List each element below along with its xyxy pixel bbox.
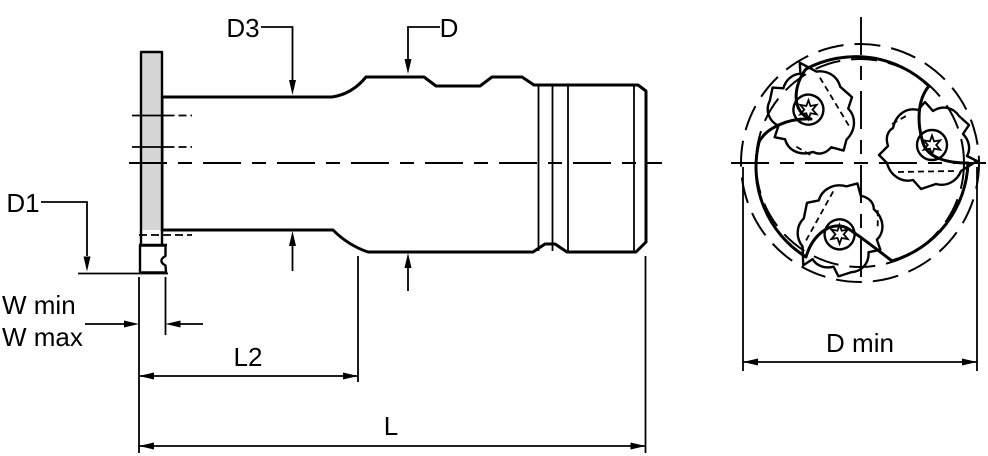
d3-arrow-up [289,231,296,246]
dim-l: L [139,256,647,453]
dim-d-min: D min [742,167,978,371]
l-arrow-left [139,442,154,450]
label-d1: D1 [6,188,39,218]
label-w-max: W max [2,322,83,352]
flange-outline [139,50,164,245]
w-arrow-left-tip [165,320,181,328]
l2-arrow-left [139,372,154,380]
d-arrow-up [404,253,412,268]
label-d-min: D min [826,328,894,358]
cutter-body-front [754,55,970,263]
dmin-arrow-right [962,358,977,366]
d3-arrow-down [289,80,296,95]
w-arrow-right-tip [124,320,139,328]
d1-arrow-down [83,256,91,272]
dim-l2: L2 [139,256,359,382]
label-d: D [440,13,459,43]
l2-arrow-right [343,372,358,380]
label-d3: D3 [226,13,259,43]
d3-leader-line [261,26,294,81]
label-l2: L2 [234,342,263,372]
side-view-dimensions: D3 D D1 W min W max [2,13,647,453]
dim-w: W min W max [2,277,203,352]
dmin-arrow-left [743,358,758,366]
tool-body-profile [160,75,648,254]
dim-d3: D3 [226,13,296,271]
dim-d1: D1 [6,188,168,275]
front-view: D min [731,17,986,371]
side-view-insert-tip [138,244,168,274]
flange-fill [141,52,162,230]
label-l: L [384,411,398,441]
side-view [129,50,662,274]
d-arrow-down [404,59,412,74]
label-w-min: W min [2,290,76,320]
l-arrow-right [630,442,646,450]
dim-d: D [404,13,459,291]
d1-leader-line [41,201,88,256]
d-leader-line [407,26,440,59]
